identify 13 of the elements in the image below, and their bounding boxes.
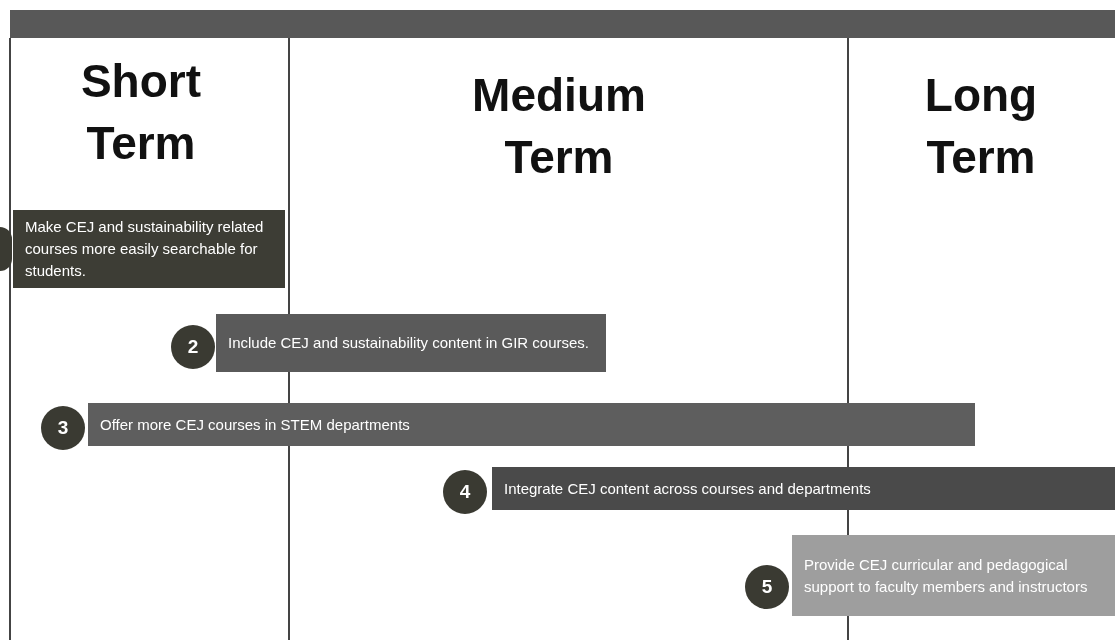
- number-badge: 4: [443, 470, 487, 514]
- column-heading: Long Term: [880, 64, 1082, 188]
- number-badge: 5: [745, 565, 789, 609]
- column-heading: Medium Term: [420, 64, 698, 188]
- action-bar: Integrate CEJ content across courses and departments: [492, 467, 1115, 510]
- number-badge: 2: [171, 325, 215, 369]
- number-badge: [0, 227, 12, 271]
- action-bar: Include CEJ and sustainability content in GIR courses.: [216, 314, 606, 372]
- number-badge: 3: [41, 406, 85, 450]
- action-bar: Make CEJ and sustainability related courses more easily searchable for students.: [13, 210, 285, 288]
- column-heading: Short Term: [30, 50, 252, 174]
- action-bar: Offer more CEJ courses in STEM departments: [88, 403, 975, 446]
- action-bar: Provide CEJ curricular and pedagogical support to faculty members and instructors: [792, 535, 1115, 616]
